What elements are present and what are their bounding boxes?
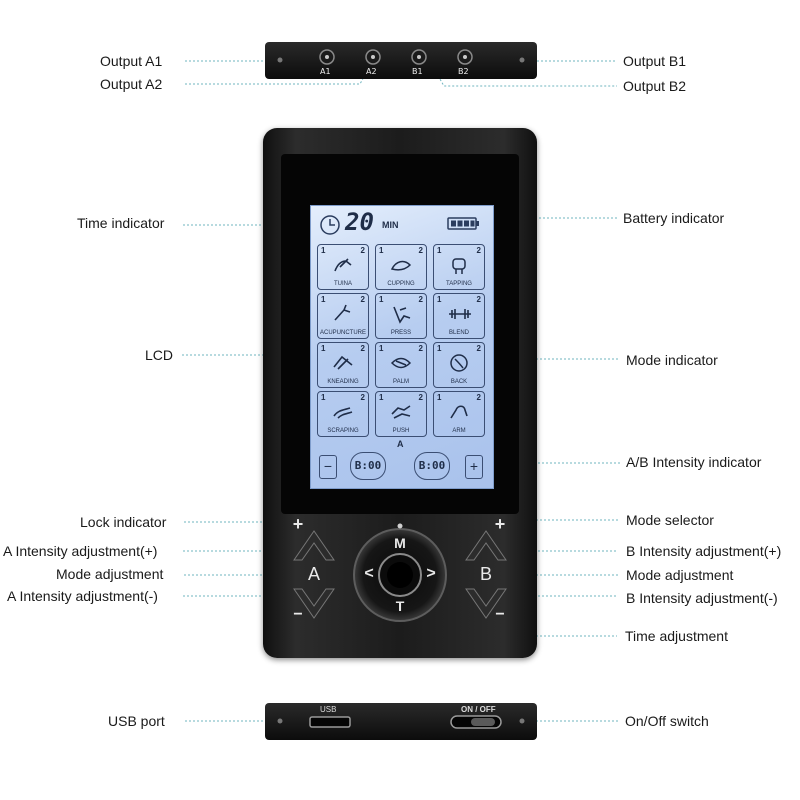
power-switch-knob-icon [471,718,495,726]
center-button-cap [387,562,413,588]
callout-output-b2: Output B2 [623,78,687,94]
screw-icon [519,57,525,63]
lcd-minus-indicator: − [319,455,337,479]
press-hand-icon [393,306,411,324]
callout-onoff-switch: On/Off switch [625,713,709,729]
battery-icon [447,217,479,230]
mode-left-key-label[interactable]: < [364,565,374,582]
b-plus-symbol: + [494,514,506,534]
kneading-hands-icon [333,355,353,370]
callout-ab-intensity-indicator: A/B Intensity indicator [626,454,762,470]
port-label-b2: B2 [458,67,469,76]
callout-a-intensity-plus: A Intensity adjustment(+) [3,543,158,559]
a-intensity-down-button[interactable] [293,588,335,619]
output-jacks [277,49,525,65]
output-port-strip: A1 A2 B1 B2 [265,42,537,79]
callout-lock-indicator: Lock indicator [80,514,167,530]
time-key-label[interactable]: T [395,598,405,614]
clock-icon [320,215,340,235]
arm-flex-icon [450,405,468,419]
callout-usb-port: USB port [108,713,165,729]
tuina-hand-icon [334,258,352,272]
screw-icon [277,718,283,724]
screw-icon [277,57,283,63]
callout-a-intensity-minus: A Intensity adjustment(-) [7,588,158,604]
push-hands-icon [391,405,411,419]
callout-mode-selector: Mode selector [626,512,714,528]
callout-output-a1: Output A1 [100,53,163,69]
callout-battery-indicator: Battery indicator [623,210,725,226]
mode-key-label[interactable]: M [394,535,406,551]
usb-port-label: USB [320,705,337,714]
callout-lcd: LCD [145,347,174,363]
a-intensity-up-button[interactable] [293,530,335,561]
scraping-hand-icon [333,407,353,419]
tapping-fist-icon [452,258,466,274]
callout-output-b1: Output B1 [623,53,687,69]
callout-b-intensity-plus: B Intensity adjustment(+) [626,543,782,559]
time-unit: MIN [382,220,399,230]
callout-mode-adjustment-right: Mode adjustment [626,567,734,583]
mode-right-key-label[interactable]: > [426,565,436,582]
a-intensity-readout: B:00 [350,452,386,480]
lock-indicator-dot [397,523,403,529]
a-plus-symbol: + [292,514,304,534]
bottom-port-strip: USB ON / OFF [265,703,537,740]
channel-b-key-label: B [479,564,492,584]
b-intensity-readout: B:00 [414,452,450,480]
back-figure-icon [450,354,468,372]
callout-time-indicator: Time indicator [77,215,165,231]
bottom-hardware [277,715,525,729]
callout-mode-indicator: Mode indicator [626,352,718,368]
blend-dumbbell-icon [449,309,471,319]
a-minus-symbol: − [293,606,303,623]
channel-a-key-label: A [307,564,320,584]
screw-icon [519,718,525,724]
callout-output-a2: Output A2 [100,76,163,92]
acupuncture-hand-icon [334,304,351,321]
callout-mode-adjustment-left: Mode adjustment [56,566,164,582]
callout-time-adjustment: Time adjustment [625,628,728,644]
b-intensity-up-button[interactable] [465,530,507,561]
channel-marker: A [397,439,404,449]
port-label-a1: A1 [320,67,331,76]
b-intensity-down-button[interactable] [465,588,507,619]
lcd-plus-indicator: + [465,455,483,479]
palm-hands-icon [390,357,412,369]
port-label-a2: A2 [366,67,377,76]
port-label-b1: B1 [412,67,423,76]
switch-label: ON / OFF [461,705,496,714]
callout-b-intensity-minus: B Intensity adjustment(-) [626,590,778,606]
cupping-hand-icon [390,260,412,271]
usb-port-icon [309,716,351,728]
time-value: 20 [345,208,374,236]
b-minus-symbol: − [495,606,505,623]
